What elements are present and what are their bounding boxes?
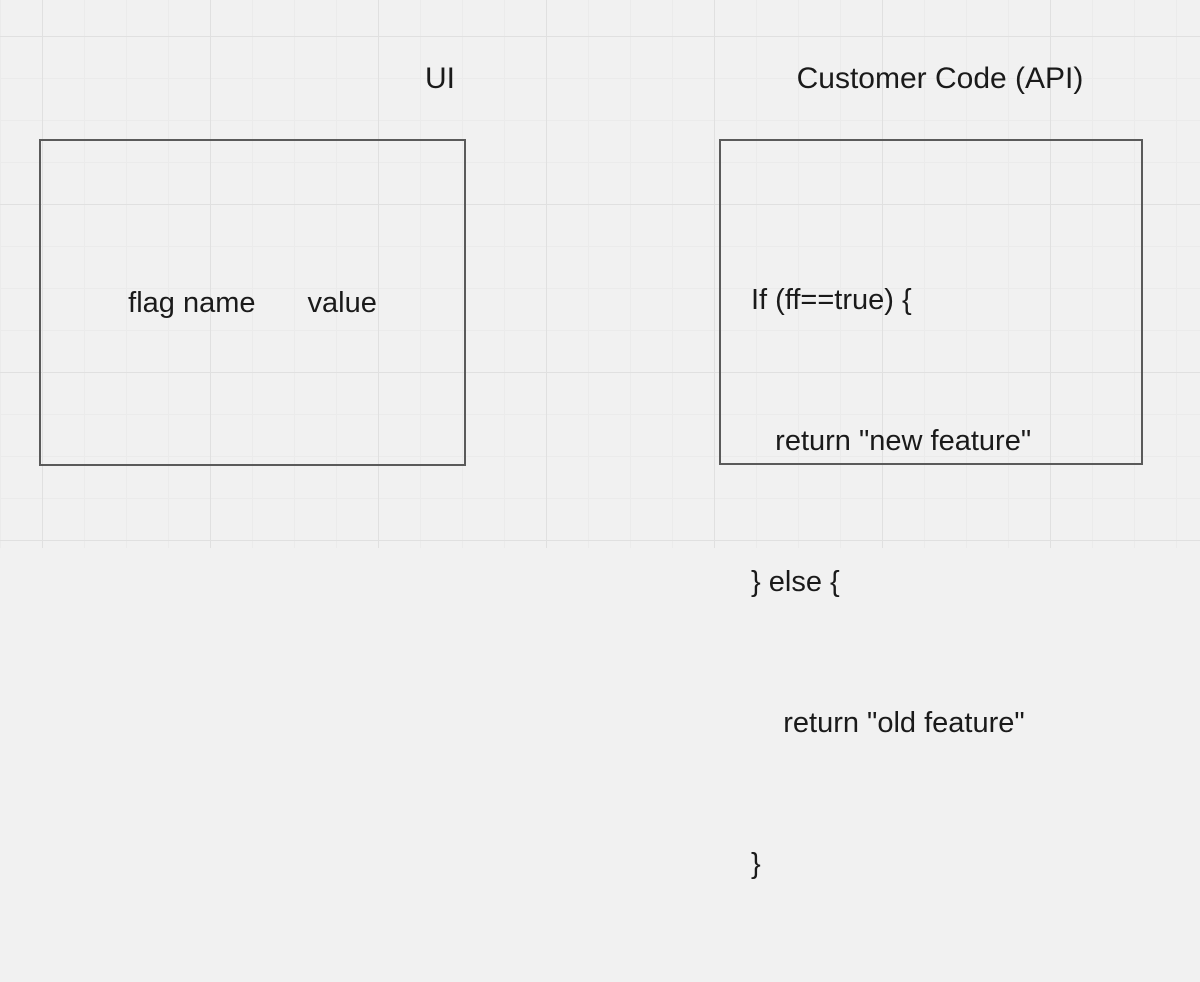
- customer-code-panel-box: If (ff==true) { return "new feature" } e…: [719, 139, 1143, 880]
- ui-panel-content: flag name value: [41, 141, 464, 464]
- code-snippet: If (ff==true) { return "new feature" } e…: [751, 183, 1031, 982]
- code-line: If (ff==true) {: [751, 284, 912, 316]
- diagram-canvas: UI Customer Code (API) flag name value I…: [0, 0, 1200, 880]
- flag-value-label: value: [307, 286, 377, 319]
- flag-name-label: flag name: [128, 286, 256, 319]
- ui-column-label: UI: [425, 62, 455, 95]
- customer-code-column-label: Customer Code (API): [796, 62, 1084, 95]
- code-line: return "old feature": [751, 707, 1025, 739]
- ui-panel-box: flag name value: [39, 139, 466, 466]
- flag-row: flag name value: [128, 286, 377, 320]
- code-line: }: [751, 848, 761, 880]
- code-line: } else {: [751, 566, 840, 598]
- code-line: return "new feature": [751, 425, 1032, 457]
